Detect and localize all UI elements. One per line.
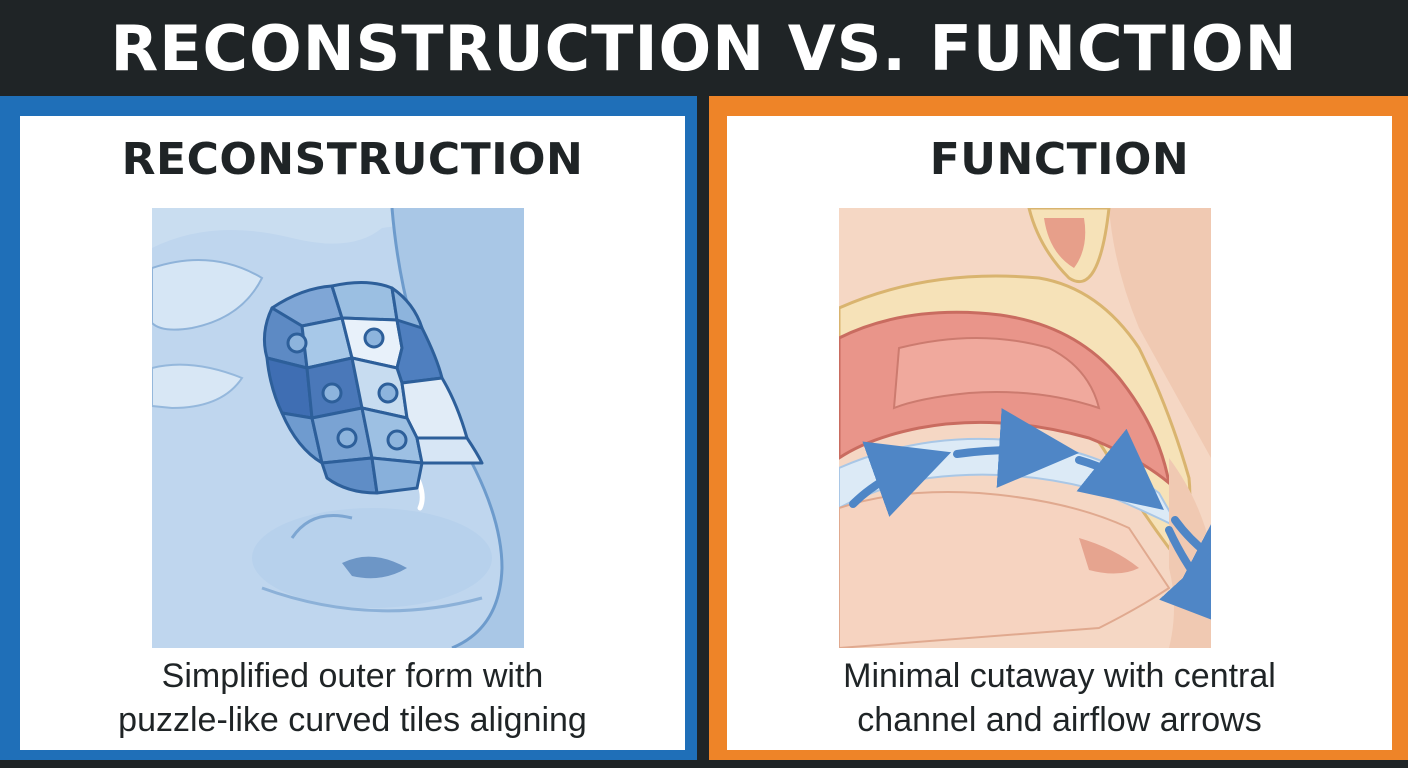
function-panel-content: FUNCTION — [727, 116, 1392, 750]
reconstruction-caption-line-1: Simplified outer form with — [20, 654, 685, 698]
function-caption-line-1: Minimal cutaway with central — [727, 654, 1392, 698]
nose-puzzle-illustration — [152, 208, 524, 648]
function-caption-line-2: channel and airflow arrows — [727, 698, 1392, 742]
main-title: RECONSTRUCTION VS. FUNCTION — [110, 12, 1297, 85]
function-caption: Minimal cutaway with central channel and… — [727, 654, 1392, 742]
nasal-cutaway-illustration — [839, 208, 1211, 648]
title-bar: RECONSTRUCTION VS. FUNCTION — [0, 0, 1408, 96]
function-heading: FUNCTION — [727, 134, 1392, 185]
function-panel: FUNCTION — [709, 96, 1408, 760]
nasal-cutaway-airflow-icon — [839, 208, 1211, 648]
reconstruction-caption: Simplified outer form with puzzle-like c… — [20, 654, 685, 742]
reconstruction-panel-content: RECONSTRUCTION — [20, 116, 685, 750]
reconstruction-heading: RECONSTRUCTION — [20, 134, 685, 185]
nose-puzzle-tiles-icon — [152, 208, 524, 648]
reconstruction-caption-line-2: puzzle-like curved tiles aligning — [20, 698, 685, 742]
reconstruction-panel: RECONSTRUCTION — [0, 96, 697, 760]
